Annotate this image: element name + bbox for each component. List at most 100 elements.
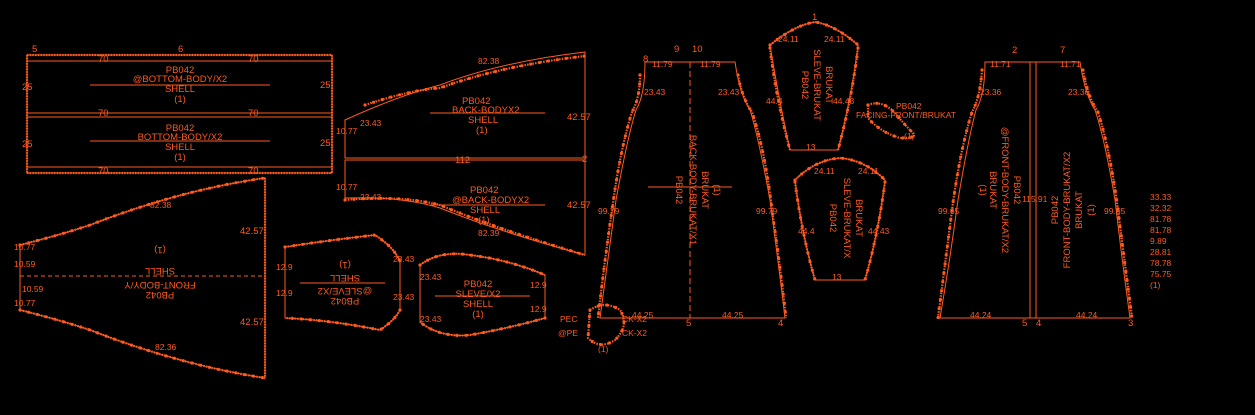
seam-marker xyxy=(469,253,474,257)
seam-marker xyxy=(104,334,108,338)
seam-marker xyxy=(147,349,151,353)
seam-marker xyxy=(539,271,543,275)
seam-marker xyxy=(1120,243,1124,247)
seam-marker xyxy=(874,233,878,237)
seam-marker xyxy=(292,244,296,248)
seam-marker xyxy=(437,330,441,334)
seam-marker xyxy=(18,308,22,312)
seam-marker xyxy=(1126,287,1130,291)
seam-marker xyxy=(475,217,479,221)
seam-marker xyxy=(70,322,74,326)
dimension-label: 44.4 xyxy=(798,226,815,236)
seam-marker xyxy=(441,204,445,208)
seam-marker xyxy=(601,276,605,280)
piece-fabric: SHELL xyxy=(145,265,175,276)
seam-marker xyxy=(794,189,798,193)
seam-marker xyxy=(87,223,91,227)
seam-marker xyxy=(317,319,321,323)
right-table-value: 33.33 xyxy=(1150,192,1172,202)
seam-marker xyxy=(793,180,797,184)
seam-marker xyxy=(147,202,151,207)
seam-marker xyxy=(260,376,264,380)
seam-marker xyxy=(27,310,31,314)
dimension-label: 70 xyxy=(98,54,109,65)
seam-marker xyxy=(564,56,568,61)
piece-code: PB042 xyxy=(1050,196,1061,225)
piece-name: FRONT-BODY-BRUKAT/X2 xyxy=(1062,152,1073,269)
piece-name: BACK-BODYX2 xyxy=(452,105,520,116)
piece-name: @FRONT-BODY-BRUKAT/X2 xyxy=(999,127,1010,253)
seam-marker xyxy=(752,115,756,119)
seam-marker xyxy=(138,205,142,209)
seam-marker xyxy=(1109,162,1113,167)
dimension-label: 23.43 xyxy=(360,118,382,128)
seam-marker xyxy=(849,90,853,95)
piece-fabric: SHELL xyxy=(463,299,493,310)
seam-marker xyxy=(1127,296,1131,300)
dimension-label: 23.43 xyxy=(393,292,415,302)
notch-label: 4 xyxy=(1036,318,1041,329)
seam-marker xyxy=(389,95,393,99)
seam-marker xyxy=(612,196,616,200)
seam-marker xyxy=(449,208,454,212)
seam-marker xyxy=(634,100,639,104)
seam-marker xyxy=(783,32,787,37)
seam-marker xyxy=(406,198,410,202)
seam-marker xyxy=(772,73,776,77)
seam-marker xyxy=(493,69,498,74)
seam-marker xyxy=(121,211,125,215)
seam-marker xyxy=(950,208,954,212)
dimension-label: 99.79 xyxy=(756,206,778,216)
seam-marker xyxy=(768,43,772,47)
dimension-label: 42.57 xyxy=(240,317,264,328)
seam-marker xyxy=(623,134,628,138)
seam-marker xyxy=(965,129,969,133)
seam-marker xyxy=(973,103,977,107)
piece-front-brukat: @FRONT-BODY-BRUKAT/X2 PB042 BRUKAT (1) F… xyxy=(936,45,1133,329)
seam-marker xyxy=(980,68,984,72)
seam-marker xyxy=(590,339,594,344)
seam-marker xyxy=(336,237,341,241)
seam-marker xyxy=(637,91,641,95)
piece-code: PB042 xyxy=(464,279,493,290)
seam-marker xyxy=(443,253,447,257)
seam-marker xyxy=(234,371,238,375)
notch-label: 2 xyxy=(582,154,587,165)
seam-marker xyxy=(622,320,626,324)
piece-code: PB042 xyxy=(1011,176,1022,205)
notch-label: 2 xyxy=(1012,45,1017,56)
seam-marker xyxy=(839,134,844,138)
seam-marker xyxy=(631,108,635,112)
seam-marker xyxy=(96,331,100,335)
dimension-label: 13 xyxy=(806,142,816,152)
seam-marker xyxy=(243,179,247,183)
seam-marker xyxy=(770,64,775,68)
seam-marker xyxy=(121,340,125,344)
dimension-label: 44.4 xyxy=(766,96,783,106)
seam-marker xyxy=(938,298,943,302)
dimension-label: 70 xyxy=(98,166,109,177)
dimension-label: 23.36 xyxy=(1068,87,1090,97)
seam-marker xyxy=(1122,252,1126,256)
seam-marker xyxy=(769,55,773,59)
seam-marker xyxy=(852,73,856,77)
seam-marker xyxy=(190,361,194,365)
seam-marker xyxy=(397,197,401,201)
seam-marker xyxy=(421,322,425,326)
dimension-label: 12.9 xyxy=(530,280,547,290)
seam-marker xyxy=(299,317,303,321)
seam-marker xyxy=(207,186,212,190)
seam-marker xyxy=(234,181,238,185)
dimension-label: 82.39 xyxy=(478,228,500,238)
dimension-label: 25 xyxy=(22,82,33,93)
seam-marker xyxy=(1091,102,1095,106)
seam-marker xyxy=(762,158,767,163)
seam-marker xyxy=(473,332,477,336)
seam-marker xyxy=(944,253,948,257)
seam-marker xyxy=(872,242,876,246)
seam-marker xyxy=(607,231,611,235)
seam-marker xyxy=(777,99,781,103)
notch-label: 7 xyxy=(1060,45,1065,56)
dimension-label: 10.77 xyxy=(336,126,358,136)
